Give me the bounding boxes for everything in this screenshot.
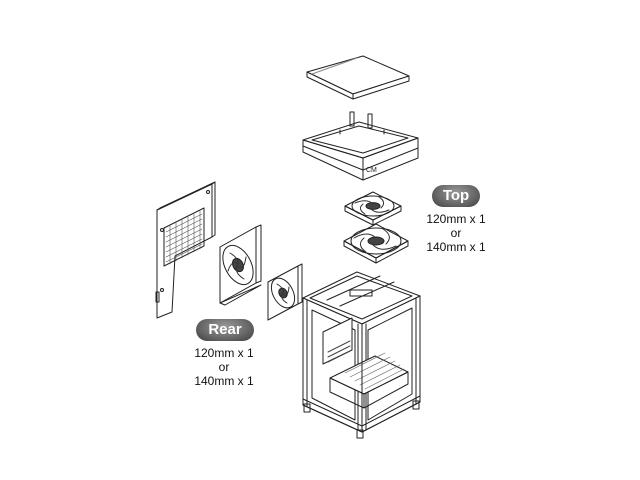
top-spec-line-1: 120mm x 1 — [426, 212, 486, 226]
top-spec-line-2: or — [450, 226, 462, 240]
top-fan-spec: 120mm x 1 or 140mm x 1 — [416, 212, 496, 254]
rear-spec-line-2: or — [218, 360, 230, 374]
rear-fan-spec: 120mm x 1 or 140mm x 1 — [184, 346, 264, 388]
svg-text:CM: CM — [366, 167, 377, 174]
rear-label-title: Rear — [208, 321, 242, 338]
top-label-badge: Top — [432, 185, 480, 207]
rear-spec-line-3: 140mm x 1 — [194, 374, 254, 388]
fan-icon — [219, 224, 262, 306]
top-spec-line-3: 140mm x 1 — [426, 240, 486, 254]
fan-icon — [344, 191, 402, 226]
top-label-title: Top — [442, 187, 470, 204]
top-panel-icon — [306, 55, 410, 100]
frame-badge: CM — [366, 167, 377, 174]
fan-icon — [267, 263, 303, 321]
rear-label-badge: Rear — [196, 319, 254, 341]
top-bracket-icon: CM — [302, 111, 419, 181]
rear-plate-icon — [155, 181, 216, 319]
fan-icon — [343, 223, 409, 264]
rear-spec-line-1: 120mm x 1 — [194, 346, 254, 360]
case-frame-icon — [302, 271, 421, 439]
